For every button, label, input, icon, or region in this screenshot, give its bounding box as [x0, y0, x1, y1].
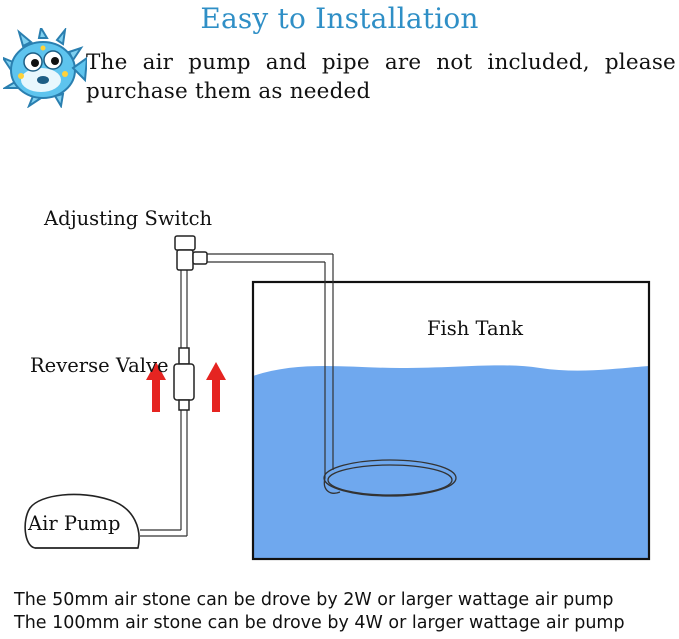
- footer-line-100mm: The 100mm air stone can be drove by 4W o…: [14, 613, 625, 633]
- fish-tank-label: Fish Tank: [427, 317, 524, 340]
- reverse-valve: [173, 347, 195, 411]
- reverse-valve-label: Reverse Valve: [30, 354, 169, 377]
- tank-water: [253, 365, 649, 559]
- flow-arrows: [146, 362, 226, 412]
- fish-tank: [251, 280, 651, 561]
- adjusting-switch: [174, 235, 208, 271]
- footer-line-50mm: The 50mm air stone can be drove by 2W or…: [14, 590, 614, 610]
- air-pipe: [140, 253, 334, 537]
- adjusting-switch-label: Adjusting Switch: [44, 207, 213, 230]
- pump-not-included-note: The air pump and pipe are not included, …: [86, 50, 676, 104]
- air-pump-label: Air Pump: [28, 512, 121, 535]
- air-pump: [24, 493, 140, 549]
- pufferfish-icon: [3, 28, 87, 108]
- air-stone-ring: [323, 459, 457, 497]
- page-title: Easy to Installation: [200, 2, 479, 35]
